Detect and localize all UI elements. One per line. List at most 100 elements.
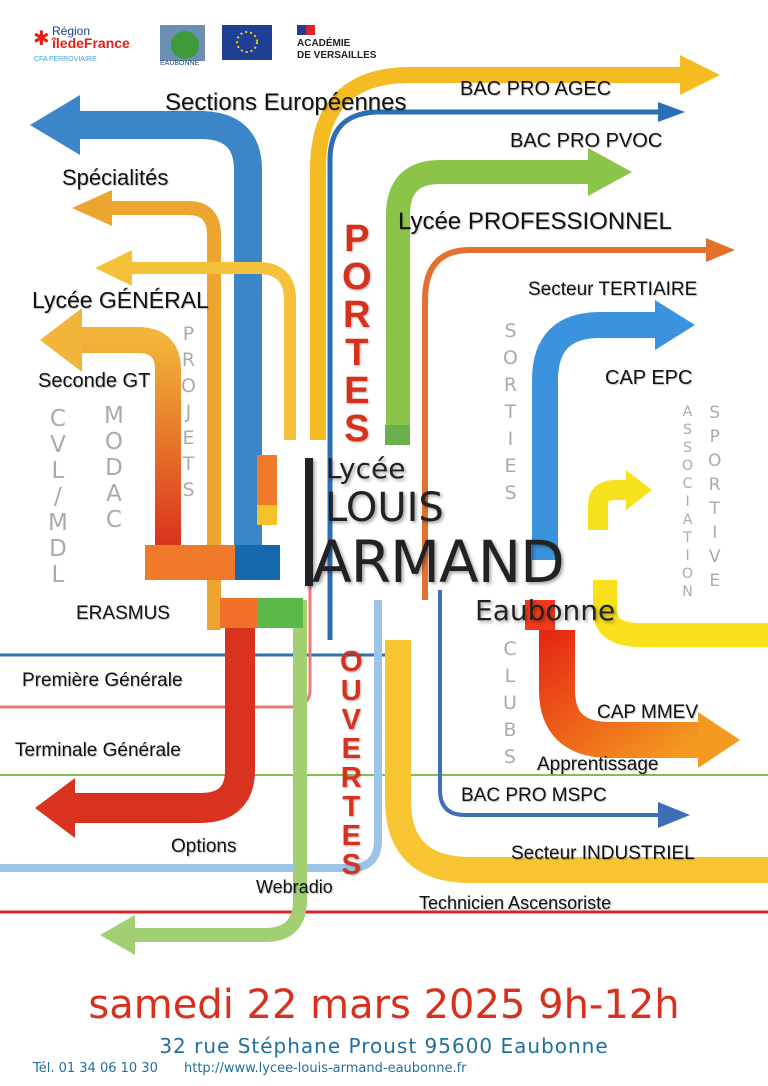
vertical-letter: M bbox=[104, 403, 124, 429]
vertical-letter: C bbox=[49, 406, 66, 432]
vertical-letter: E bbox=[504, 455, 517, 477]
academie-line1: ACADÉMIE bbox=[297, 38, 351, 49]
region-logo-line3: CFA FERROVIAIRE bbox=[34, 56, 97, 63]
vertical-letter: A bbox=[106, 481, 122, 507]
logo-eaubonne: Eaubonne bbox=[475, 594, 616, 627]
vertical-letter: C bbox=[682, 476, 693, 492]
label-options: Options bbox=[171, 836, 237, 857]
vertical-letter: O bbox=[682, 458, 694, 474]
label-terminale-generale: Terminale Générale bbox=[15, 740, 181, 761]
label-specialites: Spécialités bbox=[62, 165, 169, 190]
label-cap-epc: CAP EPC bbox=[605, 367, 693, 389]
vertical-letter: I bbox=[507, 428, 514, 450]
label-technicien-ascensoriste: Technicien Ascensoriste bbox=[419, 893, 612, 913]
eu-flag-icon bbox=[222, 25, 272, 60]
label-webradio: Webradio bbox=[256, 877, 333, 897]
vertical-letter: T bbox=[683, 530, 692, 546]
vertical-letter: S bbox=[182, 479, 195, 501]
logos-row: ✱ bbox=[33, 25, 315, 61]
eaubonne-logo-label: EAUBONNE bbox=[160, 60, 200, 67]
vertical-letter: P bbox=[344, 218, 370, 260]
vertical-letter: D bbox=[49, 536, 67, 562]
vertical-letter: V bbox=[341, 704, 361, 736]
vertical-letter: S bbox=[341, 849, 361, 881]
logo-armand: ARMAND bbox=[312, 528, 565, 596]
vertical-letter: O bbox=[342, 256, 372, 298]
vertical-letter: T bbox=[709, 499, 720, 519]
vertical-letter: I bbox=[685, 494, 690, 510]
vertical-letter: I bbox=[685, 548, 690, 564]
vertical-letter: T bbox=[345, 332, 369, 374]
vertical-letter: O bbox=[181, 375, 196, 397]
label-seconde-gt: Seconde GT bbox=[38, 370, 151, 392]
vertical-letter: L bbox=[504, 665, 516, 687]
vertical-letter: R bbox=[708, 475, 721, 495]
vertical-letter: T bbox=[504, 401, 517, 423]
vertical-letter: B bbox=[503, 719, 517, 741]
vertical-letter: E bbox=[341, 733, 361, 765]
vertical-letter: S bbox=[709, 403, 721, 423]
label-erasmus: ERASMUS bbox=[76, 603, 170, 624]
address: 32 rue Stéphane Proust 95600 Eaubonne bbox=[159, 1034, 609, 1058]
vertical-letter: P bbox=[709, 427, 720, 447]
vertical-letter: O bbox=[503, 347, 518, 369]
event-date: samedi 22 mars 2025 9h-12h bbox=[88, 982, 680, 1028]
vertical-letter: J bbox=[185, 401, 192, 423]
vertical-letter: V bbox=[50, 432, 66, 458]
logo-lycee: Lycée bbox=[326, 452, 406, 485]
vertical-letter: S bbox=[504, 482, 517, 504]
vertical-letter: U bbox=[340, 675, 362, 707]
website-link[interactable]: http://www.lycee-louis-armand-eaubonne.f… bbox=[184, 1061, 467, 1076]
vertical-letter: U bbox=[503, 692, 517, 714]
vertical-letter: E bbox=[341, 820, 361, 852]
vertical-letter: O bbox=[104, 429, 123, 455]
color-blocks bbox=[145, 425, 555, 630]
label-apprentissage: Apprentissage bbox=[537, 754, 659, 775]
vertical-letter: S bbox=[504, 320, 517, 342]
label-bac-pro-pvoc: BAC PRO PVOC bbox=[510, 130, 663, 152]
vertical-letter: R bbox=[340, 762, 362, 794]
label-lycee-professionnel: Lycée PROFESSIONNEL bbox=[398, 208, 672, 235]
vertical-letter: S bbox=[683, 422, 692, 438]
vertical-letter: O bbox=[708, 451, 722, 471]
academie-line2: DE VERSAILLES bbox=[297, 50, 377, 61]
arrowheads bbox=[30, 55, 740, 955]
vertical-letter: M bbox=[48, 510, 68, 536]
vertical-letter: A bbox=[682, 512, 693, 528]
vertical-letter: / bbox=[54, 484, 62, 510]
vertical-letter: O bbox=[340, 646, 363, 678]
vertical-letter: R bbox=[343, 294, 371, 336]
label-secteur-tertiaire: Secteur TERTIAIRE bbox=[528, 279, 698, 300]
vertical-letter: E bbox=[344, 370, 370, 412]
logo-louis: LOUIS bbox=[325, 485, 444, 531]
vertical-letter: L bbox=[51, 562, 65, 588]
vertical-letter: A bbox=[682, 404, 693, 420]
vertical-letter: S bbox=[503, 746, 516, 768]
label-premiere-generale: Première Générale bbox=[22, 670, 183, 691]
vertical-letter: R bbox=[503, 374, 518, 396]
vertical-letter: R bbox=[181, 349, 196, 371]
label-bac-pro-mspc: BAC PRO MSPC bbox=[461, 785, 607, 806]
vertical-letter: N bbox=[682, 584, 693, 600]
region-logo-line1: Région bbox=[52, 24, 91, 38]
contact-line: Tél. 01 34 06 10 30 http://www.lycee-lou… bbox=[33, 1061, 467, 1076]
label-lycee-general: Lycée GÉNÉRAL bbox=[32, 287, 209, 313]
vertical-letter: E bbox=[182, 427, 195, 449]
label-secteur-industriel: Secteur INDUSTRIEL bbox=[511, 843, 695, 864]
vertical-letter: T bbox=[182, 453, 195, 475]
vertical-letter: V bbox=[708, 547, 721, 567]
label-cap-mmev: CAP MMEV bbox=[597, 702, 699, 723]
vertical-letter: P bbox=[182, 323, 195, 345]
logo-big-l bbox=[305, 458, 313, 586]
vertical-letter: C bbox=[503, 638, 517, 660]
label-sections-europeennes: Sections Européennes bbox=[165, 89, 407, 116]
